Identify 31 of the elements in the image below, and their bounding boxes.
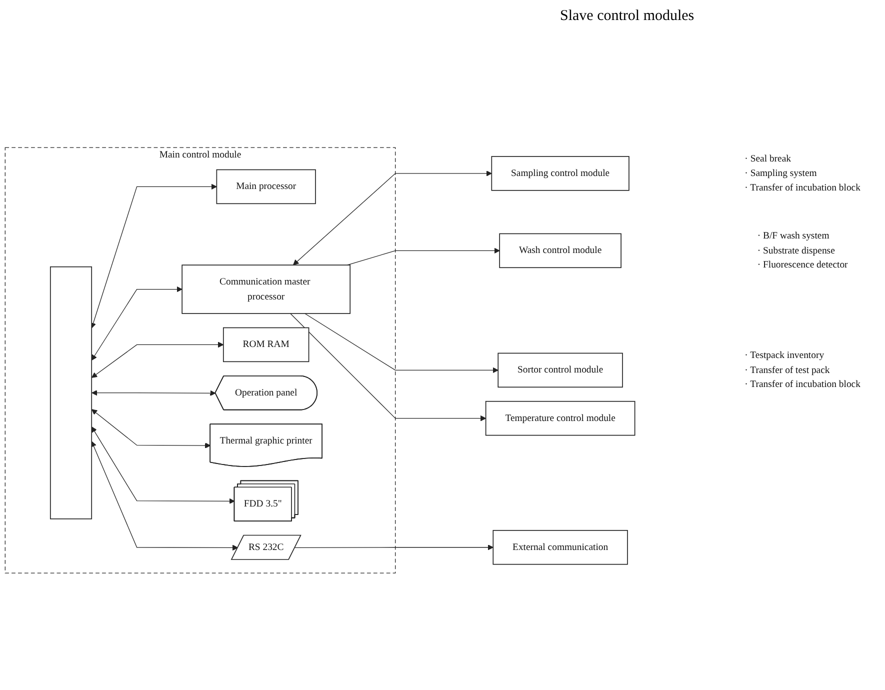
node-label: · Transfer of incubation block [744,379,860,390]
arrow [92,342,224,378]
node-label: · Transfer of incubation block [744,182,860,193]
arrow [92,390,216,396]
section-heading: Slave control modules [560,8,694,25]
node-box: ROM RAM [222,327,310,362]
arrow [346,248,500,266]
node-bar [50,266,92,520]
arrow [91,426,235,504]
node-box: Temperature control module [485,400,636,436]
node-box: Main processor [216,169,316,204]
node-box: External communication [492,530,628,565]
node-label: · Fluorescence detector [757,260,848,270]
node-box: Communication master processor [182,264,351,314]
node-label: · Substrate dispense [757,245,835,256]
node-label: · Testpack inventory [744,350,824,361]
arrow [91,286,182,360]
arrow [91,441,238,551]
node-box: Sortor control module [498,352,623,388]
node-box: Wash control module [499,233,622,268]
arrow [92,409,211,448]
arrow [90,184,217,328]
arrow [304,313,498,374]
node-label: · Seal break [744,154,791,164]
arrow [294,544,494,550]
node-label: · Transfer of test pack [744,364,830,376]
node-label: · B/F wash system [757,230,830,242]
node-box: Sampling control module [491,156,630,191]
arrow [293,170,492,266]
arrow [290,313,486,422]
node-label: · Sampling system [744,168,817,178]
